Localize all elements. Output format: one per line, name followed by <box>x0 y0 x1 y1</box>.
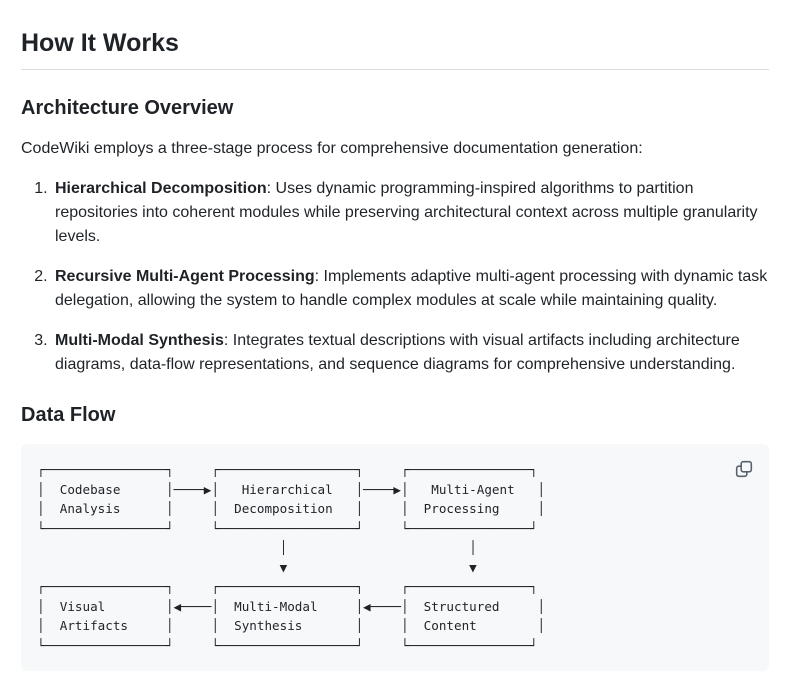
section-data-flow: Data Flow ┌────────────────┐ ┌──────────… <box>21 403 769 671</box>
step-description: : Integrates textual descriptions with v… <box>55 332 740 373</box>
step-term: Hierarchical Decomposition <box>55 180 267 197</box>
architecture-overview-heading: Architecture Overview <box>21 97 234 119</box>
list-item: Multi-Modal Synthesis: Integrates textua… <box>52 329 769 377</box>
step-term: Recursive Multi-Agent Processing <box>55 268 315 285</box>
architecture-intro: CodeWiki employs a three-stage process f… <box>21 140 643 157</box>
step-description: : Implements adaptive multi-agent proces… <box>55 268 768 309</box>
data-flow-heading: Data Flow <box>21 404 116 426</box>
step-term: Multi-Modal Synthesis <box>55 332 224 349</box>
copy-icon <box>735 460 753 478</box>
step-description: : Uses dynamic programming-inspired algo… <box>55 180 758 245</box>
copy-button[interactable] <box>729 454 759 484</box>
list-item: Hierarchical Decomposition: Uses dynamic… <box>52 177 769 249</box>
list-item: Recursive Multi-Agent Processing: Implem… <box>52 265 769 313</box>
data-flow-code-block: ┌────────────────┐ ┌──────────────────┐ … <box>21 444 769 671</box>
process-steps-list: Hierarchical Decomposition: Uses dynamic… <box>21 177 769 377</box>
section-architecture-overview: Architecture Overview CodeWiki employs a… <box>21 96 769 377</box>
page-title: How It Works <box>21 28 769 70</box>
ascii-flow-diagram: ┌────────────────┐ ┌──────────────────┐ … <box>37 462 545 653</box>
